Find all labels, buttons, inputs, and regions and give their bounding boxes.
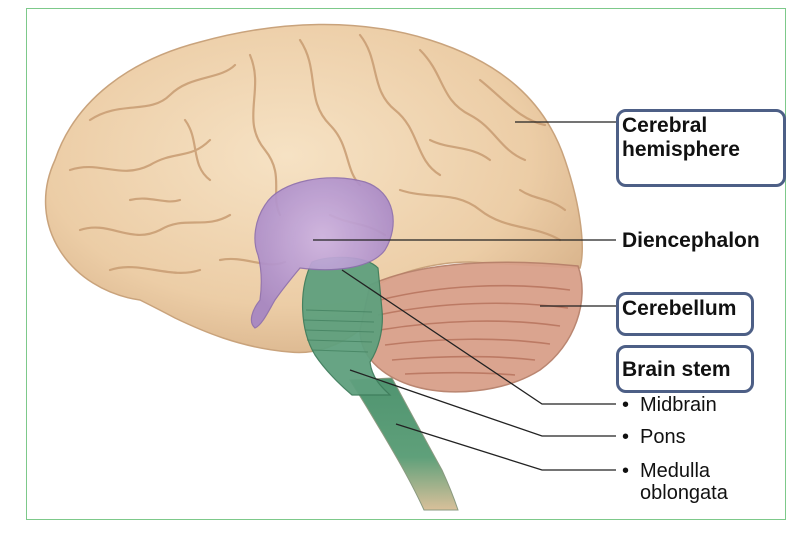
spinal-cord-shape [349, 377, 459, 511]
pons-striations [303, 309, 375, 353]
leader-lines [313, 121, 616, 471]
cerebral-hemisphere-label: Cerebral hemisphere [622, 114, 740, 161]
medulla-label: • Medulla oblongata [622, 460, 728, 505]
cerebellum-box [616, 292, 754, 336]
leader-midbrain [341, 269, 616, 405]
cerebral-line2: hemisphere [622, 137, 740, 161]
medulla-line1: Medulla [640, 460, 711, 482]
cerebellum-label: Cerebellum [622, 297, 737, 320]
midbrain-label: • Midbrain [622, 394, 717, 416]
medulla-line2: oblongata [640, 482, 728, 505]
cerebral-hemisphere-box [616, 109, 786, 187]
leader-pons [349, 369, 616, 437]
pons-text: Pons [640, 426, 686, 448]
brain-stem-box [616, 345, 754, 393]
cortex-folds [68, 33, 567, 274]
cerebral-line1: Cerebral [622, 114, 708, 137]
bullet: • [622, 460, 630, 482]
brain-stem-label: Brain stem [622, 358, 731, 381]
leader-medulla [395, 423, 616, 471]
bullet: • [622, 394, 630, 416]
pons-label: • Pons [622, 426, 686, 448]
brain-stem-shape [301, 256, 392, 396]
midbrain-text: Midbrain [640, 394, 717, 416]
bullet: • [622, 426, 630, 448]
diencephalon-label: Diencephalon [622, 229, 760, 252]
diencephalon-shape [250, 177, 394, 329]
diagram-frame [26, 8, 786, 520]
